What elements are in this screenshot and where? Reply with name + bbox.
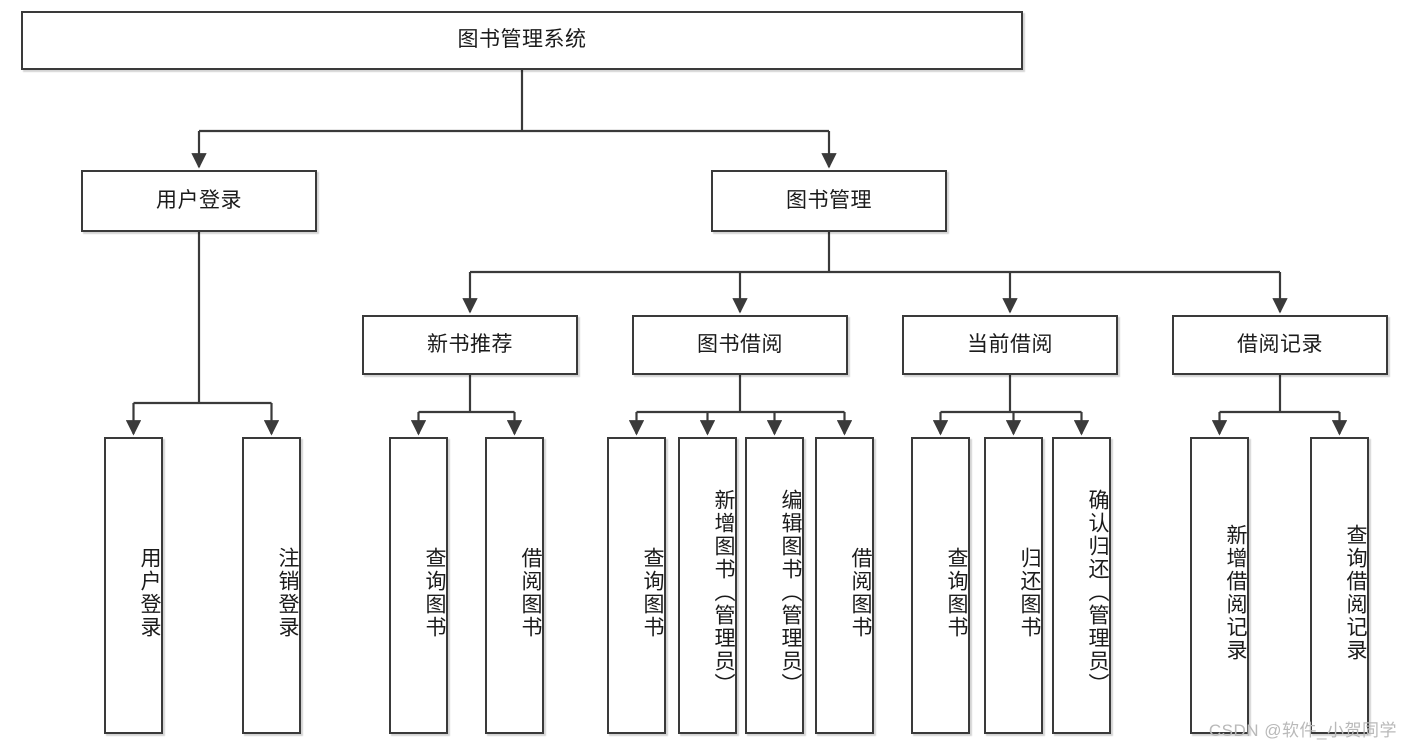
node-leaf-leaf-return-book[interactable]: 归还图书 [984,437,1043,734]
node-label: 图书借阅 [697,332,783,356]
node-root-root[interactable]: 图书管理系统 [21,11,1023,70]
node-leaf-leaf-edit-book[interactable]: 编辑图书（管理员） [745,437,804,734]
node-label: 图书管理系统 [457,28,587,52]
node-label: 归还图书 [1018,546,1041,639]
node-l2-user-login[interactable]: 用户登录 [81,170,317,232]
node-leaf-leaf-add-book[interactable]: 新增图书（管理员） [678,437,737,734]
node-label: 查询图书 [423,546,446,639]
node-label: 查询图书 [945,546,968,639]
node-label: 查询图书 [641,546,664,639]
node-label: 当前借阅 [967,332,1053,356]
node-leaf-leaf-query-book-rec[interactable]: 查询图书 [389,437,448,734]
node-label: 借阅记录 [1237,332,1323,356]
node-label: 新增图书（管理员） [712,489,735,696]
node-label: 编辑图书（管理员） [779,489,802,696]
node-l3-borrow-record[interactable]: 借阅记录 [1172,315,1388,375]
node-label: 查询借阅记录 [1344,523,1367,662]
node-leaf-leaf-confirm-return[interactable]: 确认归还（管理员） [1052,437,1111,734]
node-leaf-leaf-borrow-book-rec[interactable]: 借阅图书 [485,437,544,734]
node-label: 确认归还（管理员） [1086,489,1109,696]
node-label: 用户登录 [156,188,242,212]
node-l3-new-book-rec[interactable]: 新书推荐 [362,315,578,375]
node-leaf-leaf-logout[interactable]: 注销登录 [242,437,301,734]
node-l3-book-borrow[interactable]: 图书借阅 [632,315,848,375]
node-leaf-leaf-user-login[interactable]: 用户登录 [104,437,163,734]
node-label: 借阅图书 [519,546,542,639]
node-l3-current-borrow[interactable]: 当前借阅 [902,315,1118,375]
node-label: 借阅图书 [849,546,872,639]
node-leaf-leaf-query-record[interactable]: 查询借阅记录 [1310,437,1369,734]
node-label: 新书推荐 [427,332,513,356]
node-label: 图书管理 [786,188,872,212]
node-leaf-leaf-query-book-cur[interactable]: 查询图书 [911,437,970,734]
node-leaf-leaf-borrow-book[interactable]: 借阅图书 [815,437,874,734]
node-label: 用户登录 [138,546,161,639]
node-leaf-leaf-query-book-borrow[interactable]: 查询图书 [607,437,666,734]
node-label: 注销登录 [276,546,299,639]
watermark-text: CSDN @软件_小贺同学 [1208,721,1397,740]
node-leaf-leaf-add-record[interactable]: 新增借阅记录 [1190,437,1249,734]
node-l2-book-manage[interactable]: 图书管理 [711,170,947,232]
node-label: 新增借阅记录 [1224,523,1247,662]
